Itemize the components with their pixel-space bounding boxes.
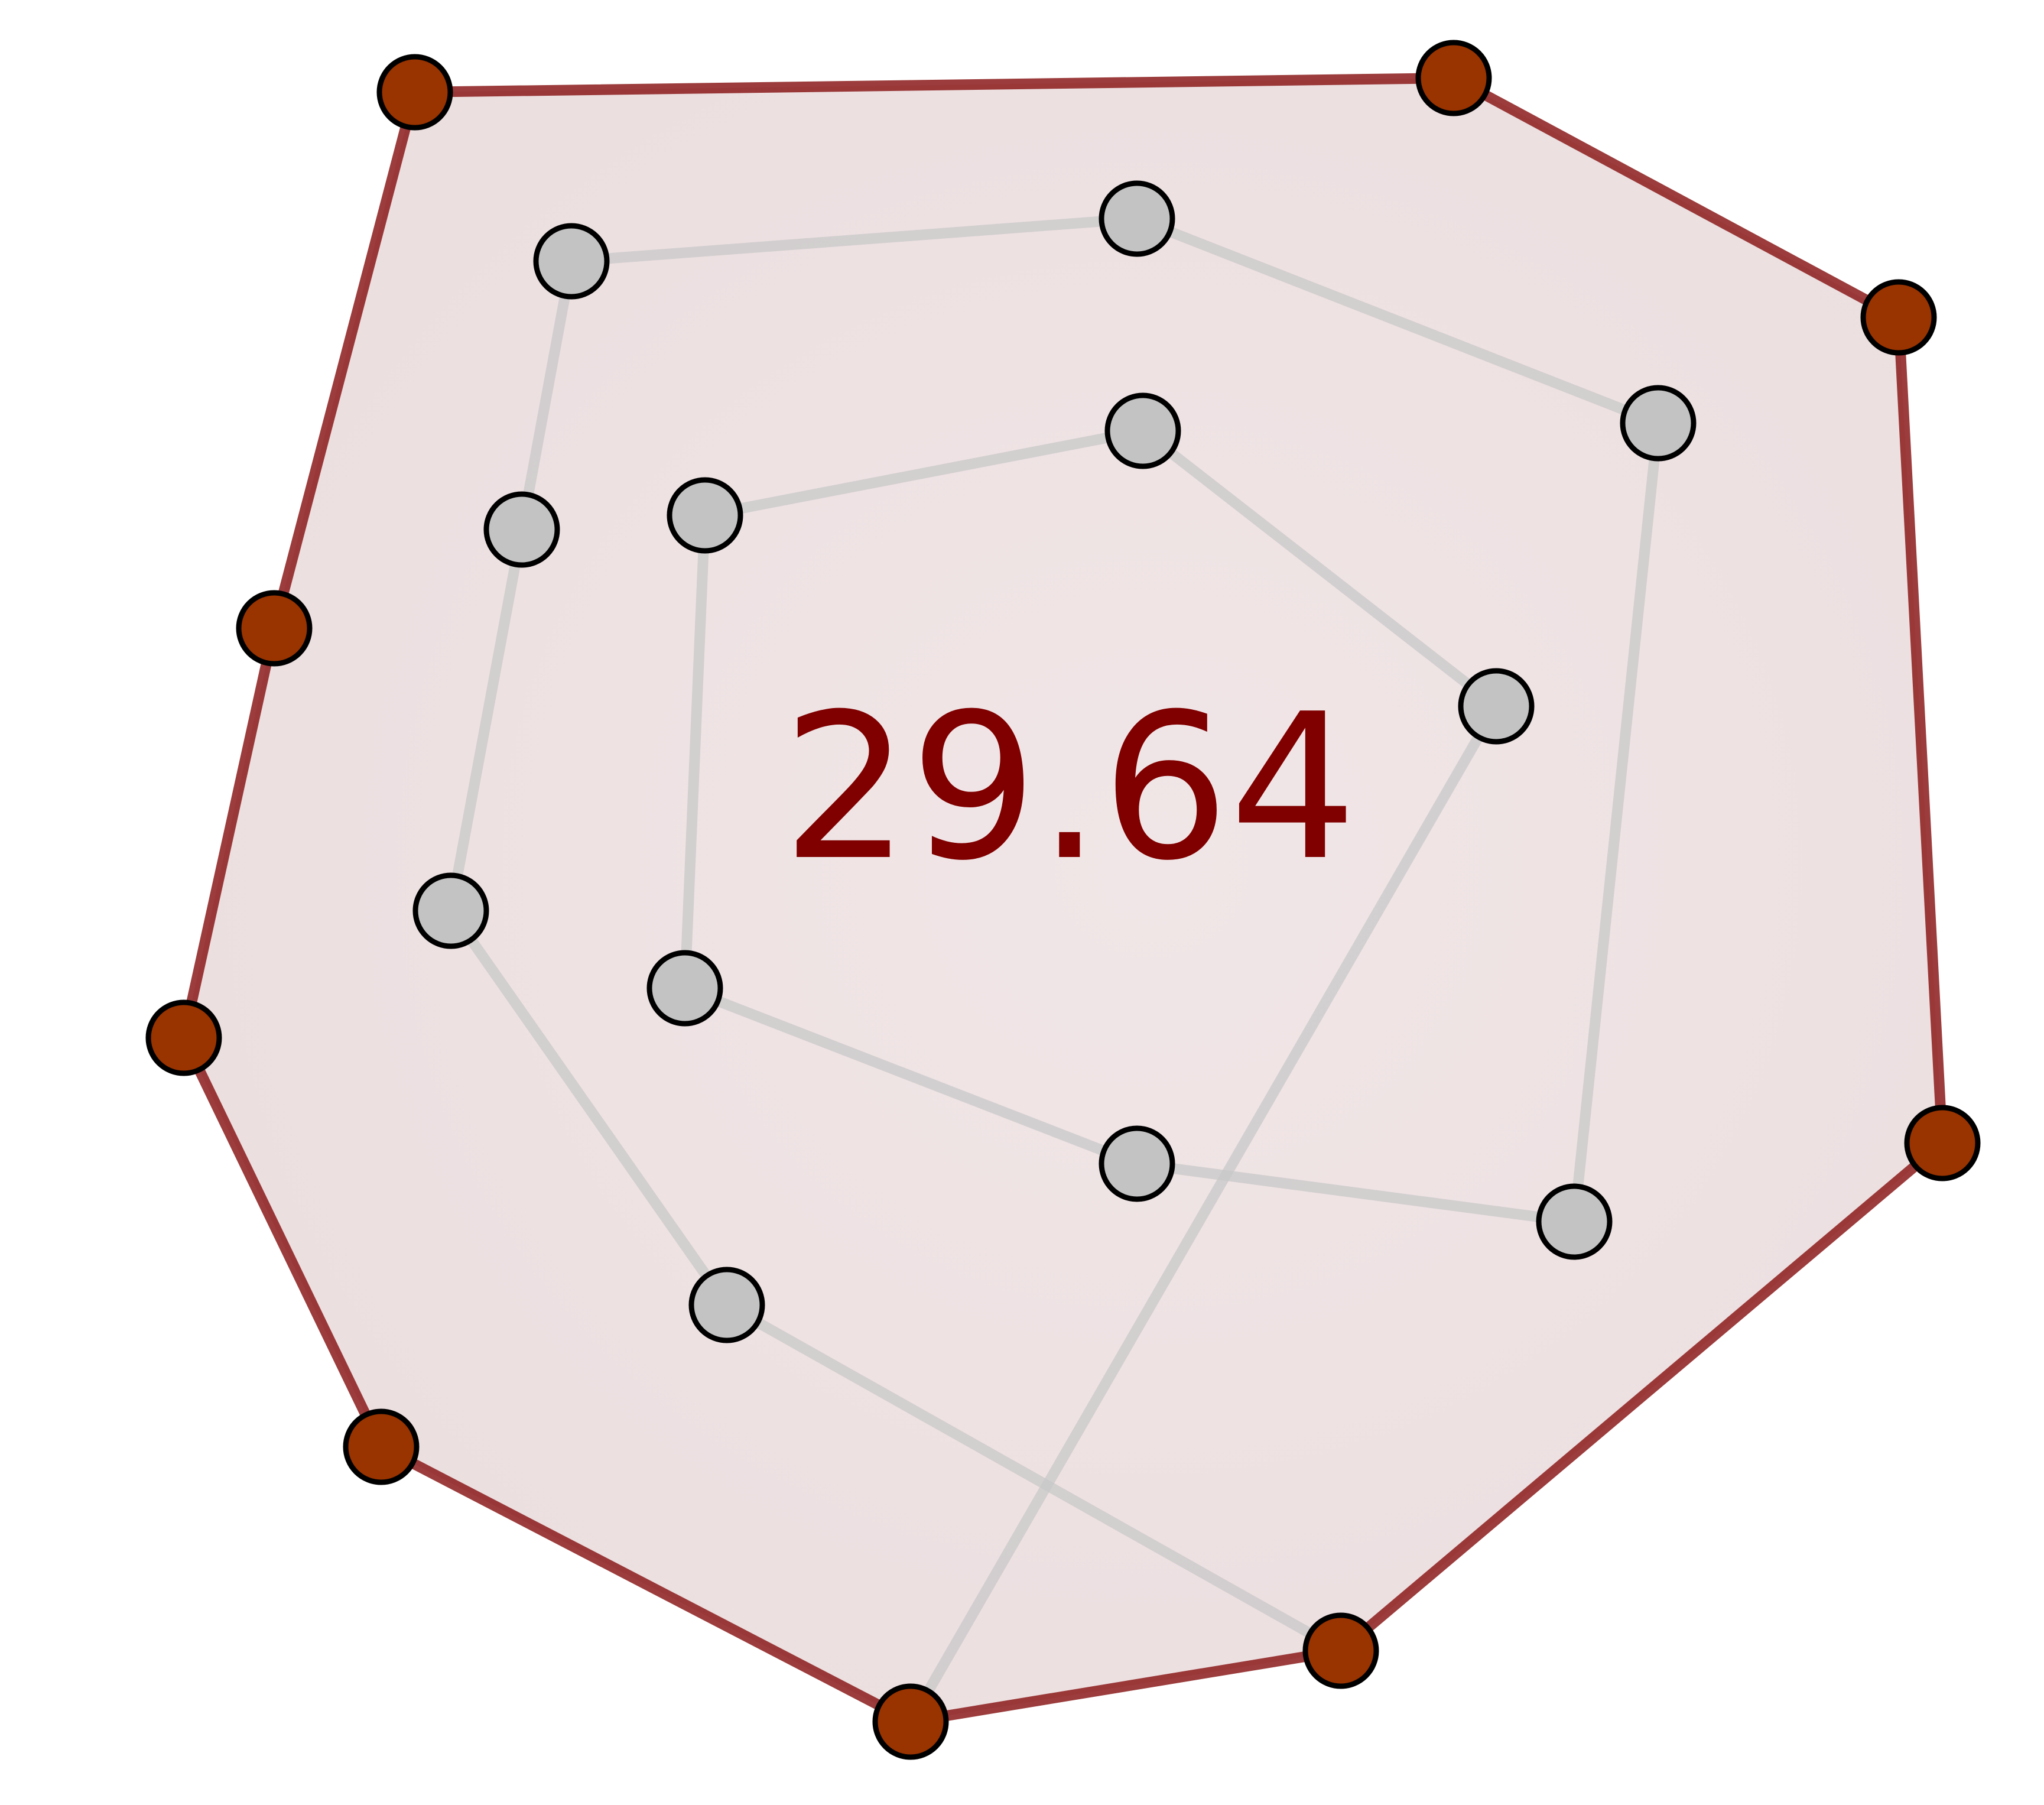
hull-edge (1448, 73, 1904, 323)
hull-edge (178, 1033, 386, 1452)
path-edge (516, 256, 577, 535)
hull-fill-layer (184, 78, 1942, 1722)
path-edge (1138, 426, 1502, 712)
hull-edge (376, 1442, 916, 1727)
path-edge (722, 1300, 1346, 1656)
path-edge (905, 701, 1502, 1727)
hull-node-layer (145, 40, 1981, 1760)
hull-vertex (1860, 279, 1937, 356)
hull-vertex (343, 1408, 420, 1485)
path-edge-layer (446, 213, 1663, 1727)
path-edge (680, 983, 1142, 1169)
path-edge (446, 524, 527, 916)
hull-vertex (872, 1683, 949, 1760)
hull-edge (905, 1645, 1346, 1727)
path-vertex (1536, 1183, 1613, 1260)
hull-edge (178, 623, 280, 1043)
path-vertex (688, 1267, 765, 1343)
hull-vertex (145, 999, 222, 1076)
path-vertex (1104, 392, 1181, 469)
path-vertex (483, 491, 560, 568)
hull-edge (269, 87, 420, 634)
path-vertex (1099, 1125, 1175, 1202)
path-edge (446, 905, 732, 1310)
path-edge (1132, 213, 1663, 428)
hull-vertex (1904, 1105, 1981, 1181)
hull-edge-layer (178, 73, 1948, 1727)
hull-vertex (1302, 1612, 1379, 1689)
path-vertex (412, 872, 489, 949)
path-vertex (1458, 668, 1535, 745)
path-vertex (533, 223, 610, 300)
path-vertex (646, 950, 723, 1027)
hull-edge (410, 73, 1459, 98)
hull-edge (1893, 312, 1948, 1148)
path-edge (566, 213, 1142, 267)
path-vertex (1099, 180, 1175, 257)
path-edge (680, 510, 710, 994)
path-edge (1132, 1158, 1580, 1227)
hull-vertex (236, 590, 313, 667)
path-node-layer (412, 180, 1697, 1343)
hull-vertex (1415, 40, 1492, 116)
path-edge (1569, 418, 1663, 1227)
hull-vertex (376, 54, 453, 131)
hull-edge (1335, 1138, 1948, 1656)
path-edge (700, 426, 1148, 521)
hull-area (184, 78, 1942, 1722)
path-vertex (1620, 385, 1697, 462)
area-label: 29.64 (782, 671, 1357, 905)
path-vertex (667, 477, 743, 554)
